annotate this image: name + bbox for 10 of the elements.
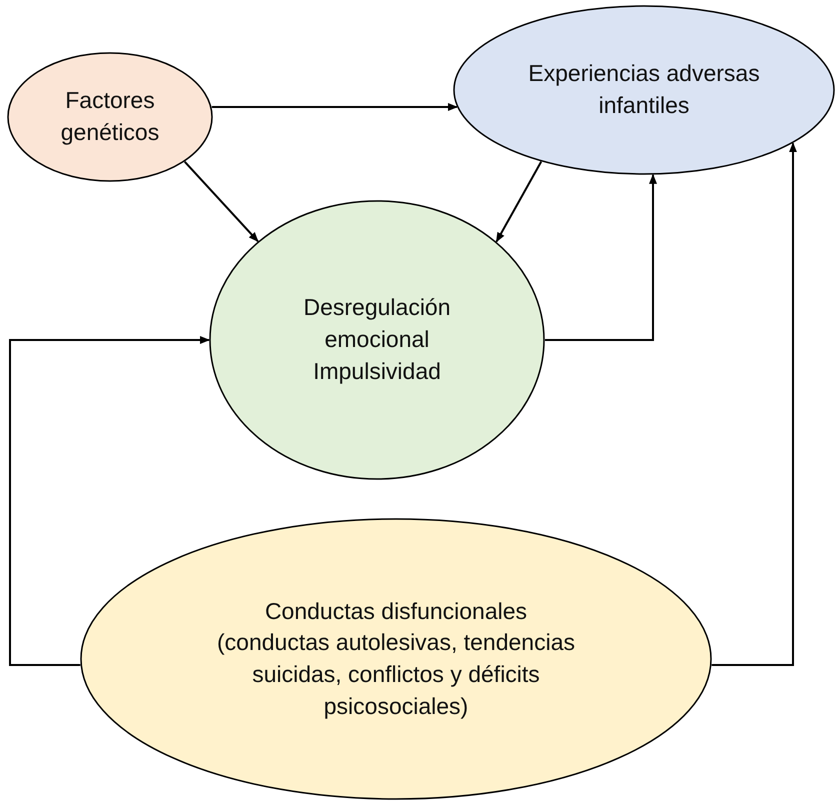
arrow (212, 103, 458, 111)
arrow (712, 142, 797, 666)
arrow (496, 161, 542, 242)
node-label: Factores genéticos (60, 86, 160, 147)
arrow (184, 161, 259, 242)
arrow (545, 174, 657, 341)
node-label: Experiencias adversas infantiles (527, 59, 761, 120)
node-label: Conductas disfuncionales (conductas autolesivas, tendencias suicidas, conflictos y déficits psicosociales) (216, 596, 576, 721)
arrow (9, 336, 210, 666)
node-label: Desregulación emocional Impulsividad (302, 293, 452, 386)
